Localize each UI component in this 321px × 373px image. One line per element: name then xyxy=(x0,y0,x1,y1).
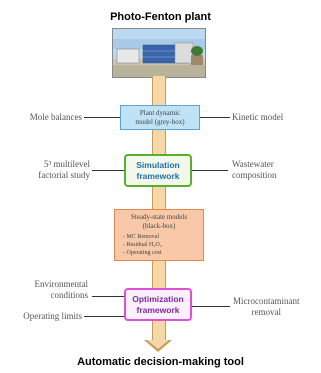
plant-photo-image xyxy=(113,29,205,77)
simulation-line2: framework xyxy=(136,171,180,181)
bottom-title: Automatic decision-making tool xyxy=(77,356,244,368)
diagram-title: Photo-Fenton plant xyxy=(110,11,211,23)
connector-operating-limits xyxy=(84,316,124,317)
list-item: - Residual H₂O₂ xyxy=(123,242,162,248)
connector-wastewater xyxy=(192,170,228,171)
label-microcontaminant-removal: Microcontaminant removal xyxy=(233,296,299,318)
plant-dynamic-model-box: Plant dynamic model (grey-box) xyxy=(120,105,200,130)
optimization-line1: Optimization xyxy=(132,294,184,304)
optimization-framework-box: Optimization framework xyxy=(124,288,192,321)
connector-environmental xyxy=(92,296,124,297)
plant-model-line1: Plant dynamic xyxy=(139,109,181,117)
wastewater-line2: composition xyxy=(232,170,277,180)
label-operating-limits: Operating limits xyxy=(23,311,82,321)
label-wastewater-composition: Wastewater composition xyxy=(232,159,277,181)
simulation-framework-box: Simulation framework xyxy=(124,154,192,187)
simulation-line1: Simulation xyxy=(136,160,180,170)
plant-photo xyxy=(112,28,206,78)
label-factorial-study: 5³ multilevel factorial study xyxy=(4,159,90,181)
steady-state-list: - MC Removal - Residual H₂O₂ - Operating… xyxy=(123,233,203,257)
factorial-line1: 5³ multilevel xyxy=(44,159,90,169)
factorial-line2: factorial study xyxy=(38,170,90,180)
list-item: - MC Removal xyxy=(123,234,159,240)
optimization-line2: framework xyxy=(136,305,180,315)
connector-factorial-study xyxy=(92,170,124,171)
connector-kinetic-model xyxy=(200,117,230,118)
connector-mole-balances xyxy=(84,117,120,118)
connector-microcontaminant xyxy=(192,306,230,307)
label-mole-balances: Mole balances xyxy=(29,112,82,122)
flow-arrow-head-inner xyxy=(147,340,169,349)
env-line1: Environmental xyxy=(34,279,89,289)
steady-state-line1: Steady-state models xyxy=(130,213,188,221)
wastewater-line1: Wastewater xyxy=(232,159,274,169)
micro-line1: Microcontaminant xyxy=(233,296,300,306)
steady-state-models-box: Steady-state models (black-box) - MC Rem… xyxy=(114,209,204,261)
steady-state-line2: (black-box) xyxy=(142,222,176,230)
label-environmental-conditions: Environmental conditions xyxy=(4,279,89,301)
list-item: - Operating cost xyxy=(123,250,162,256)
env-line2: conditions xyxy=(50,290,89,300)
micro-line2: removal xyxy=(251,307,281,317)
label-kinetic-model: Kinetic model xyxy=(232,112,284,122)
plant-model-line2: model (grey-box) xyxy=(135,118,185,126)
